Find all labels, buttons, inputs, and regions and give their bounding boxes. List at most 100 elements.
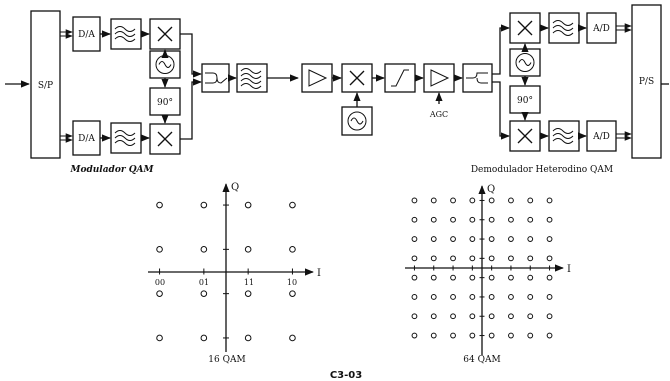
constellation-point	[200, 334, 208, 342]
constellation-point	[488, 313, 495, 320]
constellation-point	[546, 332, 553, 339]
constellation-point	[411, 332, 418, 339]
bit-label: 11	[244, 278, 254, 287]
sp-label: S/P	[38, 81, 53, 91]
constellation-point	[430, 294, 437, 300]
constellation-point	[527, 216, 534, 223]
constellation-point	[450, 274, 456, 281]
constellation-point	[508, 255, 514, 262]
constellation-point	[411, 216, 418, 223]
constellation-point	[450, 236, 456, 242]
constellation-point	[450, 294, 456, 300]
modulator-caption: Modulador QAM	[69, 165, 154, 175]
constellation-point	[469, 332, 476, 339]
bit-label: 00	[155, 278, 165, 287]
agc-label: AGC	[429, 110, 448, 119]
da-block-lower: D/A	[72, 120, 101, 156]
combiner-icon	[201, 63, 230, 93]
constellation-point	[488, 197, 495, 204]
constellation-64qam: I Q 64 QAM	[405, 184, 571, 365]
lowpass-filter-icon	[110, 122, 142, 154]
constellation-point	[546, 255, 553, 262]
constellation-point	[200, 201, 208, 209]
constellation-point	[488, 236, 495, 242]
i-axis-label: I	[317, 268, 321, 279]
constellation-point	[546, 313, 553, 320]
svg-text:D/A: D/A	[78, 134, 95, 144]
constellation-point	[289, 290, 296, 297]
svg-text:90°: 90°	[157, 98, 173, 108]
constellation-point	[527, 332, 534, 339]
constellation-point	[469, 294, 476, 300]
constellation-point	[244, 246, 252, 253]
svg-text:A/D: A/D	[592, 132, 610, 142]
sine-wave-icon	[509, 48, 541, 77]
sp-block: S/P	[30, 10, 61, 159]
constellation-point	[508, 236, 514, 242]
constellation-point	[469, 236, 476, 242]
constellation-point	[411, 274, 418, 281]
constellation-point	[527, 236, 534, 242]
multiply-icon	[149, 18, 181, 50]
sine-wave-icon	[341, 106, 373, 136]
constellation-point	[527, 255, 534, 262]
constellation-point	[450, 197, 456, 204]
constellation-point	[508, 216, 514, 223]
constellation-point	[244, 290, 252, 297]
phase-shift-block: 90°	[149, 87, 181, 116]
constellation-point	[430, 216, 437, 223]
limiter-icon	[384, 63, 416, 93]
ps-block: P/S	[631, 4, 662, 159]
ad-block-upper: A/D	[586, 12, 617, 44]
constellation-point	[488, 274, 495, 281]
constellation-point	[508, 332, 514, 339]
phase-shift-block: 90°	[509, 85, 541, 114]
constellation-point	[546, 197, 553, 204]
constellation-point	[244, 201, 252, 209]
constellation-point	[430, 313, 437, 320]
svg-text:90°: 90°	[517, 96, 533, 106]
constellation-point	[527, 197, 534, 204]
constellation-point	[430, 274, 437, 281]
multiply-icon	[341, 63, 373, 93]
constellation-point	[200, 290, 208, 297]
constellation-point	[508, 294, 514, 300]
q-axis-label: Q	[487, 184, 495, 195]
constellation-point	[430, 332, 437, 339]
bit-label: 01	[199, 278, 209, 287]
multiply-icon	[509, 120, 541, 152]
constellation-point	[411, 313, 418, 320]
svg-text:D/A: D/A	[78, 30, 95, 40]
constellation-point	[488, 332, 495, 339]
constellation-point	[527, 313, 534, 320]
triangle-amplifier-icon	[301, 63, 333, 93]
constellation-16-title: 16 QAM	[208, 355, 245, 365]
constellation-point	[430, 197, 437, 204]
svg-text:A/D: A/D	[592, 24, 610, 34]
constellation-point	[527, 274, 534, 281]
constellation-point	[508, 313, 514, 320]
figure-caption: C3-03	[330, 370, 362, 381]
bandpass-filter-icon	[236, 63, 268, 93]
constellation-point	[244, 334, 252, 342]
constellation-point	[156, 334, 163, 342]
constellation-point	[430, 255, 437, 262]
constellation-point	[289, 334, 296, 342]
i-axis-label: I	[567, 264, 571, 275]
constellation-point	[450, 313, 456, 320]
constellation-point	[411, 294, 418, 300]
constellation-point	[156, 290, 163, 297]
triangle-amplifier-icon	[423, 63, 455, 93]
multiply-icon	[149, 123, 181, 155]
constellation-point	[411, 197, 418, 204]
constellation-point	[450, 216, 456, 223]
constellation-point	[469, 255, 476, 262]
constellation-point	[411, 236, 418, 242]
constellation-point	[527, 294, 534, 300]
constellation-point	[430, 236, 437, 242]
constellation-point	[488, 294, 495, 300]
constellation-point	[508, 274, 514, 281]
constellation-point	[546, 236, 553, 242]
lowpass-filter-icon	[548, 120, 580, 152]
